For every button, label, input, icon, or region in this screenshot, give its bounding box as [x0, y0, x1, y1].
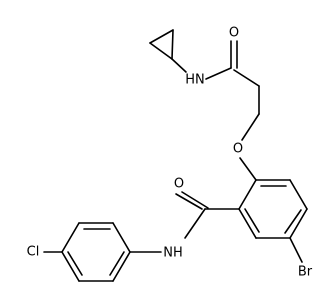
ether-oxygen-label: O — [233, 142, 243, 157]
amide-top-carbonyl-oxygen-label: O — [229, 26, 239, 41]
central-benzene-ring — [238, 179, 308, 239]
bromine-bond — [289, 237, 303, 263]
ether-bonds — [239, 113, 260, 181]
amide-bottom-nh-label: NH — [163, 246, 183, 261]
chlorophenyl-ring — [61, 222, 162, 282]
bromine-label: Br — [298, 265, 313, 280]
amide-top-nh-label: HN — [185, 73, 205, 88]
cyclopropyl-ring — [149, 29, 174, 60]
chlorine-label: Cl — [27, 245, 40, 260]
amide-bottom-carbonyl-oxygen-label: O — [174, 177, 184, 192]
bottom-amide-bonds — [175, 191, 240, 239]
top-amide-bonds — [171, 40, 260, 115]
